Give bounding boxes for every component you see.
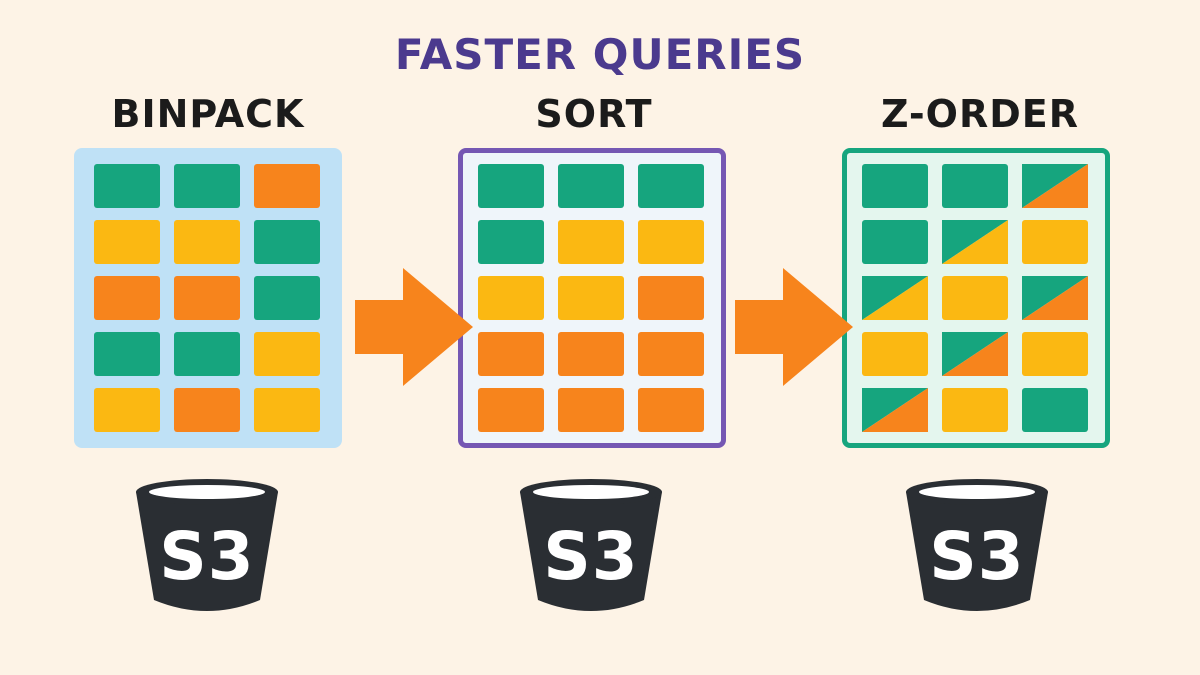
grid-cell: [862, 164, 928, 208]
grid-cell: [942, 276, 1008, 320]
grid-cell: [478, 332, 544, 376]
bucket-label: S3: [159, 518, 255, 595]
grid-cell: [558, 332, 624, 376]
s3-bucket-icon: S3: [902, 478, 1052, 618]
grid-cell: [174, 388, 240, 432]
sort-grid: [478, 164, 704, 432]
grid-cell: [638, 164, 704, 208]
zorder-panel: [842, 148, 1110, 448]
grid-cell: [1022, 220, 1088, 264]
bucket-shape-1: [136, 479, 278, 611]
grid-cell: [638, 276, 704, 320]
zorder-grid: [862, 164, 1088, 432]
binpack-grid: [94, 164, 320, 432]
arrow-shape-2: [735, 268, 853, 386]
grid-cell: [94, 220, 160, 264]
grid-cell: [478, 276, 544, 320]
s3-bucket-icon: S3: [132, 478, 282, 618]
bucket-shape-2: [520, 479, 662, 611]
grid-cell: [94, 332, 160, 376]
grid-cell: [478, 388, 544, 432]
grid-cell: [478, 220, 544, 264]
bucket-shape-3: [906, 479, 1048, 611]
grid-cell: [1022, 332, 1088, 376]
sort-panel: [458, 148, 726, 448]
right-arrow-icon: [735, 268, 853, 386]
zorder-title: Z-ORDER: [881, 92, 1079, 136]
grid-cell: [942, 220, 1008, 264]
right-arrow-icon: [355, 268, 473, 386]
grid-cell: [254, 388, 320, 432]
grid-cell: [942, 164, 1008, 208]
grid-cell: [638, 332, 704, 376]
grid-cell: [1022, 388, 1088, 432]
bucket-label: S3: [543, 518, 639, 595]
grid-cell: [558, 388, 624, 432]
grid-cell: [1022, 164, 1088, 208]
grid-cell: [254, 276, 320, 320]
grid-cell: [862, 388, 928, 432]
grid-cell: [174, 332, 240, 376]
grid-cell: [94, 164, 160, 208]
grid-cell: [558, 276, 624, 320]
grid-cell: [174, 276, 240, 320]
grid-cell: [942, 388, 1008, 432]
grid-cell: [638, 220, 704, 264]
grid-cell: [254, 164, 320, 208]
headline: FASTER QUERIES: [394, 30, 806, 79]
grid-cell: [862, 332, 928, 376]
sort-title: SORT: [535, 92, 653, 136]
binpack-panel: [74, 148, 342, 448]
grid-cell: [638, 388, 704, 432]
grid-cell: [862, 220, 928, 264]
grid-cell: [558, 220, 624, 264]
s3-bucket-icon: S3: [516, 478, 666, 618]
grid-cell: [478, 164, 544, 208]
arrow-shape-1: [355, 268, 473, 386]
bucket-label: S3: [929, 518, 1025, 595]
binpack-title: BINPACK: [111, 92, 305, 136]
grid-cell: [942, 332, 1008, 376]
grid-cell: [94, 388, 160, 432]
grid-cell: [862, 276, 928, 320]
grid-cell: [254, 332, 320, 376]
grid-cell: [174, 220, 240, 264]
grid-cell: [558, 164, 624, 208]
grid-cell: [1022, 276, 1088, 320]
grid-cell: [254, 220, 320, 264]
grid-cell: [94, 276, 160, 320]
grid-cell: [174, 164, 240, 208]
